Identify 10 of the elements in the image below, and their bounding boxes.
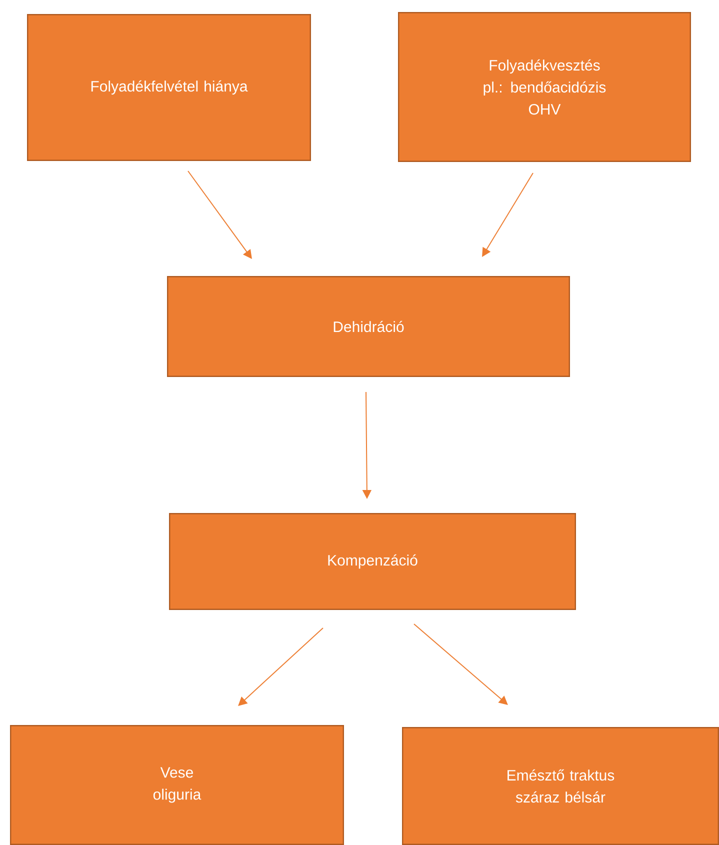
arrow xyxy=(414,624,508,705)
process-box: Vese oliguria xyxy=(10,725,344,845)
process-box: Folyadékfelvétel hiánya xyxy=(27,14,311,161)
arrow xyxy=(238,628,324,706)
process-box: Emésztő traktus száraz bélsár xyxy=(402,727,719,845)
process-box: Kompenzáció xyxy=(169,513,576,610)
arrow xyxy=(482,172,534,257)
process-box: Dehidráció xyxy=(167,276,570,377)
process-box: Folyadékvesztés pl.: bendőacidózis OHV xyxy=(398,12,691,162)
arrow xyxy=(188,170,252,259)
